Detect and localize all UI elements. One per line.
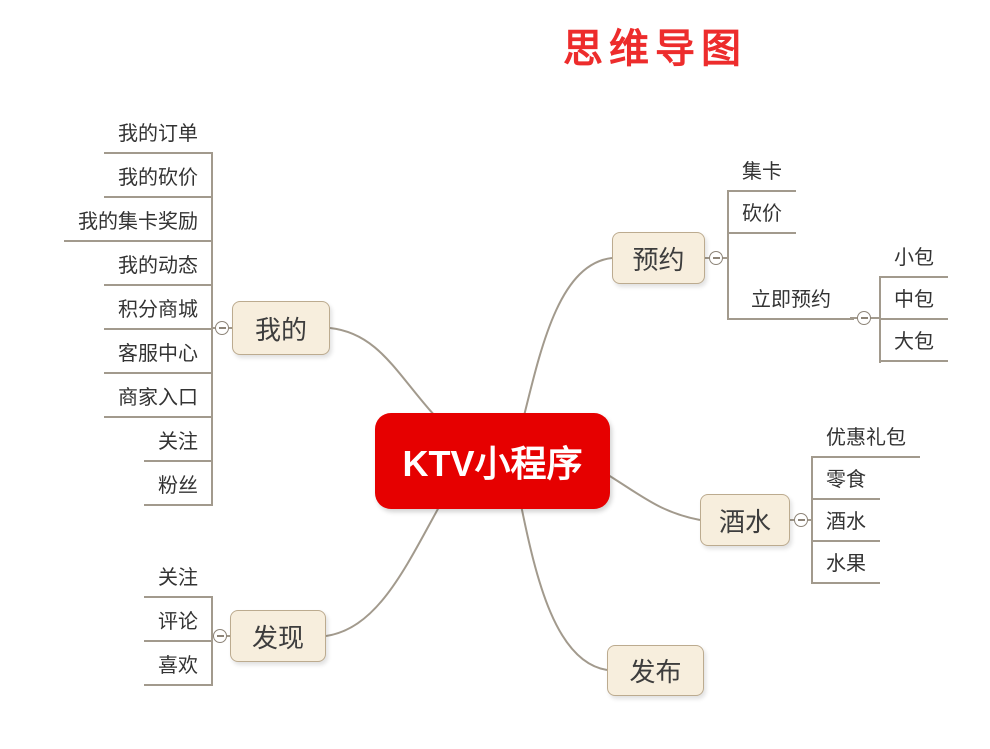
bracket-line-reserve [727,190,729,320]
collapse-icon-drinks[interactable] [794,513,808,527]
subtopic[interactable]: 中包 [880,276,948,320]
subtopic[interactable]: 评论 [144,598,212,642]
subtopic[interactable]: 我的订单 [104,110,212,154]
curve-center-to-reserve [521,257,613,425]
curve-center-to-drinks [599,469,701,521]
subtopic[interactable]: 我的集卡奖励 [64,198,212,242]
subtopic[interactable]: 积分商城 [104,286,212,330]
subtopic[interactable]: 我的砍价 [104,154,212,198]
subtopic[interactable]: 关注 [144,418,212,462]
collapse-icon-my[interactable] [215,321,229,335]
bracket-line-drinks [811,456,813,584]
subtopic[interactable]: 客服中心 [104,330,212,374]
subtopic[interactable]: 砍价 [728,190,796,234]
branch-drinks[interactable]: 酒水 [700,494,790,546]
subtopic[interactable]: 优惠礼包 [812,414,920,458]
branch-discover[interactable]: 发现 [230,610,326,662]
subtopic[interactable]: 水果 [812,540,880,584]
bracket-line-discover [211,596,213,686]
branch-my[interactable]: 我的 [232,301,330,355]
curve-center-to-publish [519,499,608,671]
subtopic[interactable]: 粉丝 [144,462,212,506]
subtopic[interactable]: 商家入口 [104,374,212,418]
subtopic[interactable]: 小包 [880,234,948,278]
subtopic[interactable]: 零食 [812,456,880,500]
subtopic[interactable]: 集卡 [728,148,796,192]
collapse-icon-discover[interactable] [213,629,227,643]
bracket-line-my [211,152,213,506]
subtopic[interactable]: 关注 [144,554,212,598]
subtopic-book-now[interactable]: 立即预约 [728,276,854,320]
branch-reserve[interactable]: 预约 [612,232,705,284]
collapse-icon-reserve[interactable] [709,251,723,265]
page-title: 思维导图 [563,27,747,71]
branch-publish[interactable]: 发布 [607,645,704,696]
curve-center-to-discover [325,497,445,637]
subtopic[interactable]: 酒水 [812,498,880,542]
central-topic[interactable]: KTV小程序 [375,413,610,509]
collapse-icon-booknow[interactable] [857,311,871,325]
subtopic[interactable]: 喜欢 [144,642,212,686]
subtopic[interactable]: 我的动态 [104,242,212,286]
subtopic[interactable]: 大包 [880,318,948,362]
